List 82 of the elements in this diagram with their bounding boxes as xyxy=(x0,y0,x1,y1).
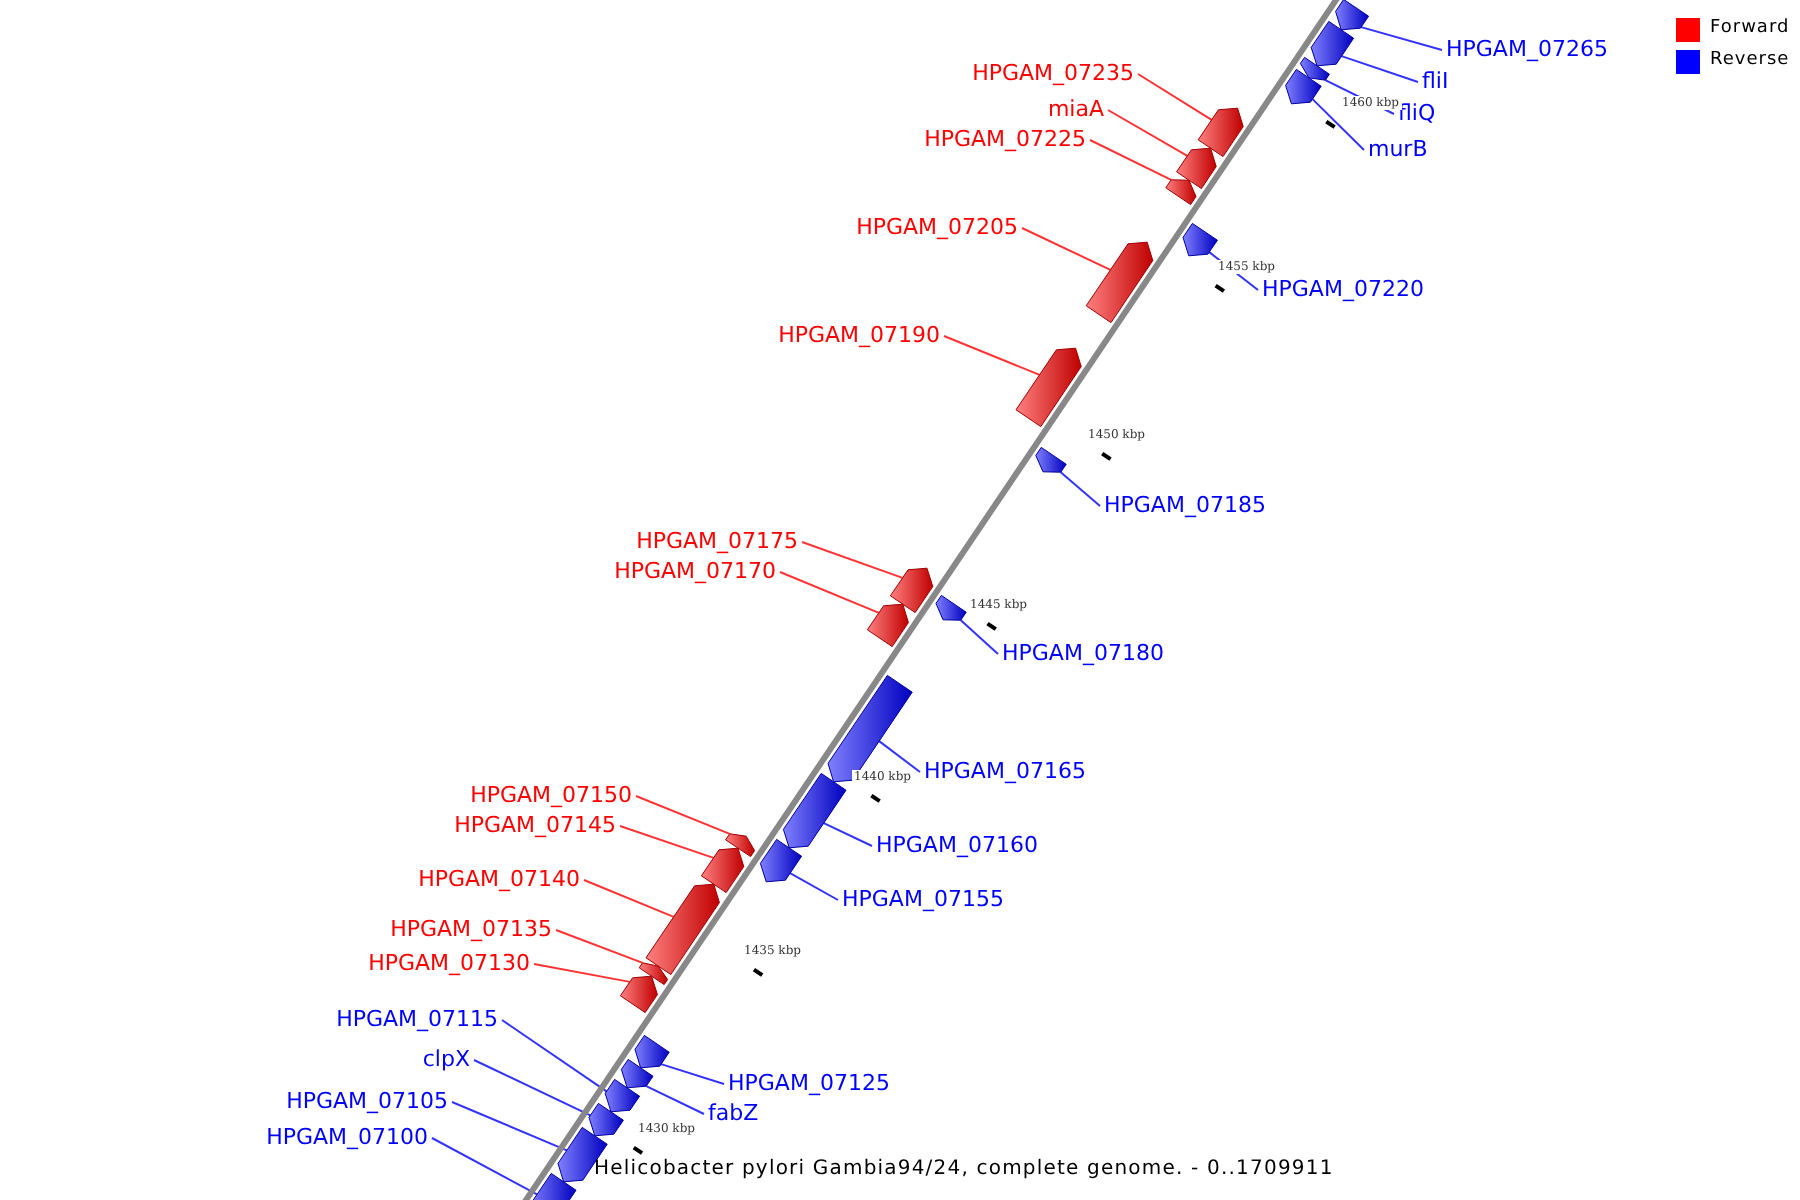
leader-line xyxy=(1107,109,1189,157)
gene-label: HPGAM_07115 xyxy=(336,1006,498,1032)
leader-line xyxy=(635,795,731,835)
gene-label: murB xyxy=(1368,136,1428,162)
gene-label: HPGAM_07135 xyxy=(390,916,552,942)
gene-label: HPGAM_07265 xyxy=(1446,36,1608,62)
gene-feature xyxy=(725,833,756,858)
leader-line xyxy=(1089,139,1173,181)
gene-label: HPGAM_07125 xyxy=(728,1070,890,1096)
gene-feature xyxy=(759,838,803,883)
gene-feature xyxy=(604,1078,641,1113)
leader-line xyxy=(878,740,921,773)
gene-feature xyxy=(700,847,745,894)
gene-feature xyxy=(1182,222,1218,257)
gene-label: HPGAM_07155 xyxy=(842,886,1004,912)
gene-label: HPGAM_07185 xyxy=(1104,492,1266,518)
gene-label: fliI xyxy=(1422,68,1449,94)
gene-label: HPGAM_07160 xyxy=(876,832,1038,858)
leader-line xyxy=(1021,227,1112,271)
gene-label: HPGAM_07190 xyxy=(778,322,940,348)
leader-line xyxy=(1137,73,1213,121)
gene-feature xyxy=(827,674,913,783)
leader-line xyxy=(959,619,999,655)
gene-feature xyxy=(638,962,669,986)
gene-feature xyxy=(782,772,847,849)
gene-feature xyxy=(1015,347,1082,428)
leader-line xyxy=(645,1085,705,1115)
gene-feature xyxy=(1165,179,1197,206)
leader-line xyxy=(801,541,904,579)
gene-feature xyxy=(620,1058,654,1089)
gene-feature xyxy=(645,883,720,976)
leader-line xyxy=(943,335,1041,376)
caption: Helicobacter pylori Gambia94/24, complete genome. - 0..1709911 xyxy=(594,1156,1334,1182)
gene-label: HPGAM_07130 xyxy=(368,950,530,976)
leader-line xyxy=(501,1019,608,1093)
gene-feature xyxy=(588,1102,624,1137)
gene-feature xyxy=(1335,0,1370,31)
gene-label: HPGAM_07100 xyxy=(266,1124,428,1150)
gene-feature xyxy=(1299,56,1330,81)
gene-feature xyxy=(935,594,967,621)
gene-feature xyxy=(1085,241,1154,324)
leader-line xyxy=(583,879,675,918)
gene-feature xyxy=(1310,20,1355,67)
leader-line xyxy=(533,963,631,983)
gene-label: HPGAM_07145 xyxy=(454,812,616,838)
gene-label: clpX xyxy=(422,1046,470,1072)
gene-feature xyxy=(866,603,909,648)
leader-line xyxy=(1059,471,1101,507)
gene-label: HPGAM_07205 xyxy=(856,214,1018,240)
gene-label: HPGAM_07235 xyxy=(972,60,1134,86)
gene-feature xyxy=(1285,68,1322,105)
gene-label: HPGAM_07165 xyxy=(924,758,1086,784)
gene-label: HPGAM_07175 xyxy=(636,528,798,554)
gene-label: HPGAM_07140 xyxy=(418,866,580,892)
gene-label: HPGAM_07170 xyxy=(614,558,776,584)
leader-line xyxy=(555,929,644,964)
gene-label: HPGAM_07220 xyxy=(1262,276,1424,302)
leader-line xyxy=(1340,55,1419,83)
leader-line xyxy=(822,822,873,847)
gene-label: HPGAM_07180 xyxy=(1002,640,1164,666)
leader-line xyxy=(431,1137,539,1196)
leader-line xyxy=(473,1059,592,1117)
gene-label: HPGAM_07105 xyxy=(286,1088,448,1114)
gene-feature xyxy=(889,567,934,614)
gene-label: fliQ xyxy=(1398,100,1436,126)
leader-line xyxy=(779,571,880,614)
gene-label: miaA xyxy=(1047,96,1104,122)
leader-line xyxy=(789,872,839,901)
leader-line xyxy=(1311,98,1365,151)
leader-line xyxy=(1360,26,1443,51)
gene-feature xyxy=(634,1034,670,1069)
leader-line xyxy=(660,1063,725,1085)
gene-feature xyxy=(1197,107,1244,158)
gene-feature xyxy=(1035,446,1067,473)
leader-line xyxy=(451,1101,568,1152)
legend-label: Forward xyxy=(1710,16,1790,42)
gene-label: HPGAM_07150 xyxy=(470,782,632,808)
leader-line xyxy=(619,825,715,859)
gene-label: HPGAM_07225 xyxy=(924,126,1086,152)
legend-label: Reverse xyxy=(1710,48,1790,74)
gene-feature xyxy=(529,1172,577,1200)
gene-label: fabZ xyxy=(708,1100,759,1126)
